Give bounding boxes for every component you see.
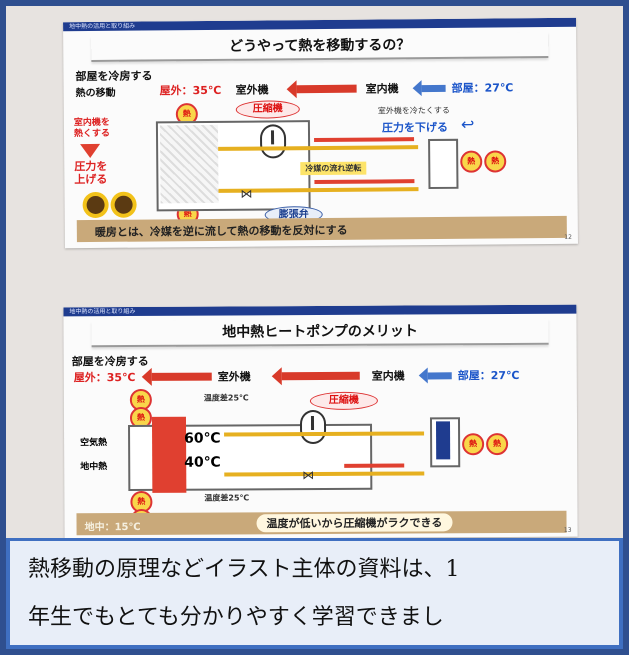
down-arrow-icon [80,143,101,159]
indoor-unit-box [428,138,459,190]
caption-panel: 熱移動の原理などイラスト主体の資料は、1 年生でもとても分かりやすく学習できまし [10,541,619,645]
heat-badge: 熱 [460,150,483,173]
refrigerant-reverse-label: 冷媒の流れ逆転 [300,161,367,176]
expansion-valve-icon: ⋈ [302,468,315,483]
indoor-unit-panel [435,421,451,460]
heat-badge: 熱 [462,433,485,456]
caption-line-2: 年生でもとても分かりやすく学習できまし [28,605,444,630]
slide-header-text: 地中熱の活用と取り組み [69,307,136,316]
air-heat-value: 60℃ [184,430,221,447]
left-note-line1: 室内機を [73,117,110,129]
slide-geothermal-benefits: 地中熱の活用と取り組み 地中熱ヒートポンプのメリット 部屋を冷房する 屋外：35… [63,304,578,540]
caption-box: 熱移動の原理などイラスト主体の資料は、1 年生でもとても分かりやすく学習できまし [6,538,623,649]
ground-temp: 地中：15℃ [84,521,141,534]
ground-heat-label: 地中熱 [80,462,108,473]
temp-diff-top: 温度差25℃ [203,393,249,403]
slide-header-bar: 地中熱の活用と取り組み [63,304,577,317]
refrigerant-pipe [218,145,419,151]
curved-arrow-icon: ↩ [460,114,475,134]
pressure-note: 圧力を 上げる [74,160,107,186]
heat-exchanger [159,124,219,204]
bottom-message: 温度が低いから圧縮機がラクできる [256,513,453,533]
sunflower-icon [86,195,105,215]
slide-header-text: 地中熱の活用と取り組み [69,22,136,31]
right-note: 室外機を冷たくする [377,105,450,116]
heat-flow-arrow [296,84,357,94]
section-label: 部屋を冷房する [71,354,149,369]
room-temp: 部屋：27℃ [451,81,514,95]
slide-title: 地中熱ヒートポンプのメリット [91,318,549,348]
pressure-down-note: 圧力を下げる [381,120,449,135]
room-temp: 部屋：27℃ [457,368,520,383]
compressor-label: 圧縮機 [235,100,300,119]
slide-header-bar: 地中熱の活用と取り組み [63,17,577,32]
indoor-unit-label: 室内機 [365,82,399,96]
heat-badge: 熱 [484,150,507,173]
ground-heat-value: 40℃ [184,454,221,471]
heat-flow-arrow [281,371,360,381]
page-number: 12 [564,233,572,241]
section-label: 部屋を冷房する [75,69,153,84]
heat-exchanger-column [151,416,187,493]
expansion-valve-icon: ⋈ [240,186,253,201]
outdoor-temp: 屋外：35℃ [73,370,136,385]
pressure-note-line1: 圧力を [74,159,108,174]
refrigerant-pipe [224,431,425,437]
cool-flow-arrow [421,84,446,93]
slide-heat-transfer: 地中熱の活用と取り組み どうやって熱を移動するの？ 部屋を冷房する 熱の移動 屋… [63,17,578,249]
outdoor-unit-label: 室外機 [235,83,269,97]
outdoor-unit-label: 室外機 [217,370,251,384]
pressure-note-line2: 上げる [74,172,108,187]
refrigerant-flow-arrow [344,463,405,468]
indoor-unit-label: 室内機 [371,369,405,383]
left-note-line2: 熱くする [73,128,111,140]
cool-flow-arrow [427,372,452,380]
compressor-icon [259,124,287,159]
page-number: 13 [563,526,572,534]
refrigerant-flow-arrow [314,179,415,185]
refrigerant-flow-arrow [314,137,415,143]
heat-flow-arrow [151,372,212,381]
temp-diff-bottom: 温度差25℃ [204,493,250,503]
sunflower-icon [114,195,133,214]
refrigerant-pipe [224,471,425,477]
air-heat-label: 空気熱 [80,438,108,449]
outdoor-temp: 屋外：35℃ [159,83,222,98]
heat-move-label: 熱の移動 [75,87,116,100]
left-note: 室内機を 熱くする [74,118,110,140]
slide-title: どうやって熱を移動するの？ [91,32,549,62]
compressor-icon [299,409,327,445]
compressor-label: 圧縮機 [309,391,378,411]
caption-line-1: 熱移動の原理などイラスト主体の資料は、1 [28,557,460,582]
heat-badge: 熱 [486,433,509,456]
bottom-message: 暖房とは、冷媒を逆に流して熱の移動を反対にする [94,223,348,239]
